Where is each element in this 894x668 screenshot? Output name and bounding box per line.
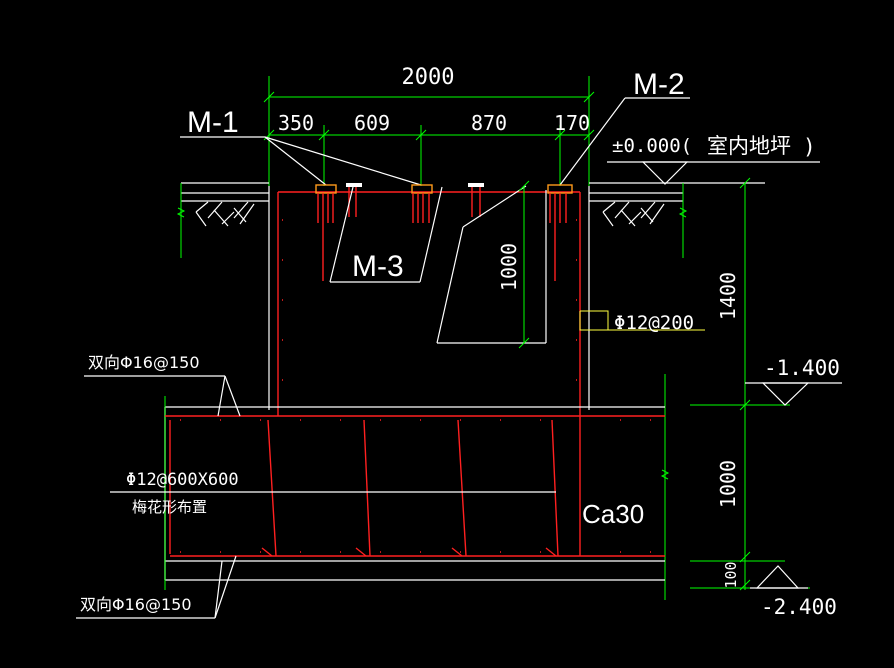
bottom-mesh-leader (76, 555, 237, 619)
dim-pit-depth: 1000 (497, 243, 521, 291)
pit-wall-outline (268, 186, 590, 416)
tag-m3-leader (329, 185, 547, 344)
elevation-bottom: -2.400 (761, 595, 837, 619)
tag-m1: M-1 (187, 106, 239, 139)
embedded-plates (315, 183, 573, 281)
dim-wall-height: 1400 (716, 272, 740, 320)
tie-bars (261, 419, 559, 557)
right-dimension-chain (660, 177, 810, 600)
note-top-mesh: 双向Φ16@150 (88, 353, 200, 372)
tag-m3: M-3 (352, 250, 404, 283)
dim-seg-4: 170 (554, 111, 590, 135)
dim-overall-width: 2000 (402, 65, 455, 90)
elevation-floor-close: ) (803, 135, 816, 159)
tag-m2: M-2 (633, 68, 685, 101)
elevation-bottom-symbol (750, 565, 808, 589)
dim-pit-depth-line (518, 180, 530, 349)
wall-bars-leader (579, 310, 705, 331)
tag-m1-leader (180, 136, 422, 186)
note-wall-bars: Φ12@200 (614, 312, 694, 334)
tag-m2-leader (559, 97, 690, 186)
top-mesh-leader (84, 375, 241, 417)
dim-slab-thickness: 1000 (716, 460, 740, 508)
elevation-mid-symbol (745, 382, 842, 406)
elevation-mid: -1.400 (764, 356, 840, 380)
soil-hatch-right (602, 201, 665, 227)
soil-hatch-left (195, 201, 255, 227)
concrete-grade: Ca30 (582, 499, 644, 529)
dim-seg-1: 350 (278, 111, 314, 135)
note-ties-layout: 梅花形布置 (132, 498, 207, 516)
dim-seg-3: 870 (471, 111, 507, 135)
base-slab (164, 396, 665, 590)
note-ties: Φ12@600X600 (126, 470, 239, 490)
base-slab-rebar-dots (180, 219, 651, 553)
note-bottom-mesh: 双向Φ16@150 (80, 595, 192, 614)
ground-floor-slab (176, 182, 765, 258)
dim-cushion-thickness: 100 (722, 561, 740, 588)
elevation-floor-symbol (607, 161, 820, 185)
elevation-floor-note: 室内地坪 (707, 134, 791, 158)
dim-seg-2: 609 (354, 111, 390, 135)
elevation-floor-value: ±0.000( (612, 135, 692, 157)
top-dimension-chain (263, 76, 595, 186)
